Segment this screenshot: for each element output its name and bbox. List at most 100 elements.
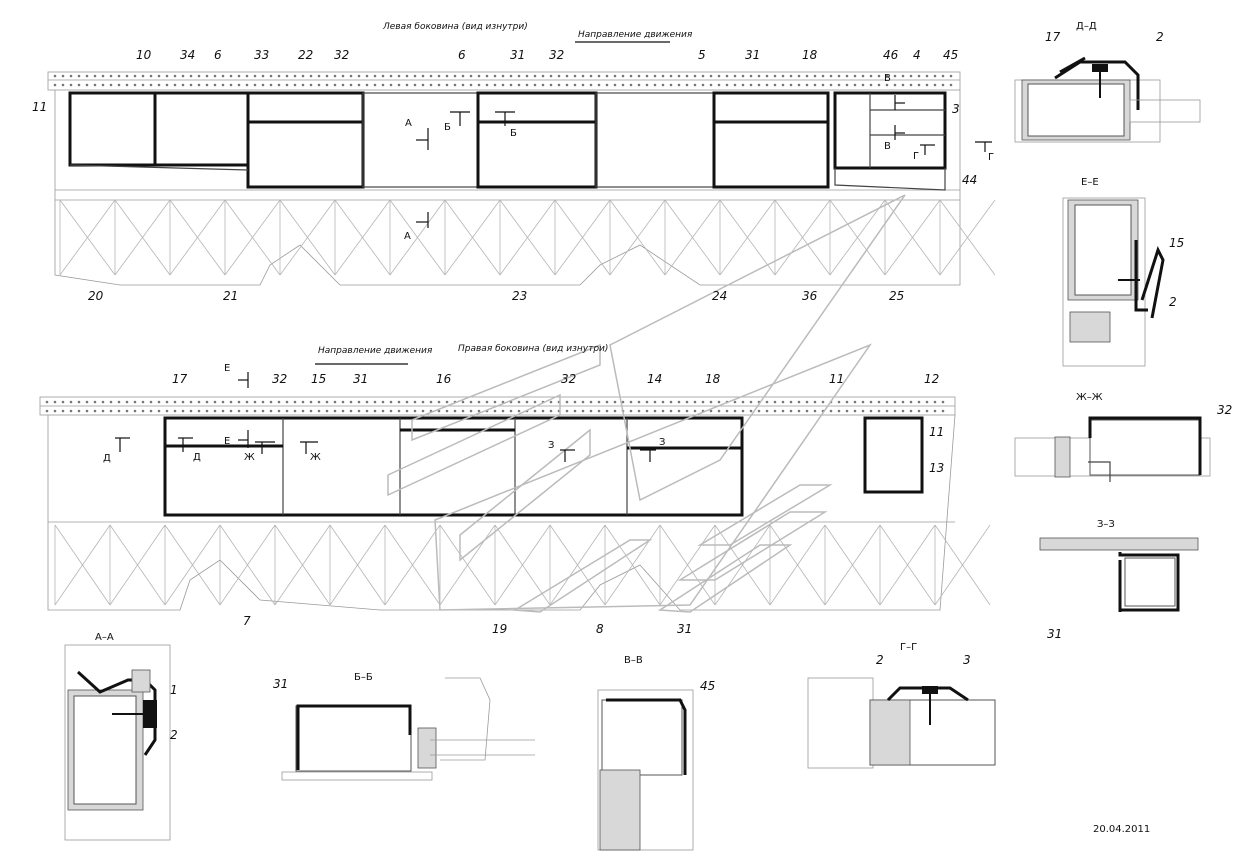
callout: 6 [458, 48, 466, 62]
rivet-dot [749, 409, 753, 413]
rivet-dot [749, 400, 753, 404]
truss-member [554, 199, 611, 276]
rivet-dot [493, 409, 497, 413]
rivet-dot [381, 83, 385, 87]
rivet-dot [413, 74, 417, 78]
rivet-dot [205, 409, 209, 413]
truss-member [829, 199, 886, 276]
rivet-dot [837, 400, 841, 404]
callout: 33 [254, 48, 270, 62]
rivet-dot [461, 409, 465, 413]
callout: 14 [647, 372, 663, 386]
rivet-dot [349, 409, 353, 413]
section-ee-drawing [1062, 197, 1165, 367]
rivet-dot [789, 83, 793, 87]
section-title-aa: А–А [95, 632, 114, 643]
rivet-dot [165, 409, 169, 413]
callout: 2 [876, 653, 884, 667]
rivet-dot [637, 74, 641, 78]
rivet-dot [181, 83, 185, 87]
rivet-dot [925, 400, 929, 404]
rivet-dot [597, 400, 601, 404]
rivet-dot [221, 409, 225, 413]
rivet-dot [901, 83, 905, 87]
rivet-dot [397, 409, 401, 413]
rivet-dot [653, 400, 657, 404]
rivet-dot [173, 83, 177, 87]
rivet-dot [949, 74, 953, 78]
rivet-dot [941, 83, 945, 87]
section-gg-drawing [807, 677, 996, 769]
callout: 17 [172, 372, 188, 386]
callout: 19 [492, 622, 508, 636]
callout: 32 [1217, 403, 1233, 417]
truss-member [54, 524, 111, 606]
callout: 12 [924, 372, 940, 386]
rivet-dot [565, 83, 569, 87]
rivet-dot [421, 409, 425, 413]
rivet-dot [61, 83, 65, 87]
rivet-dot [613, 83, 617, 87]
rivet-dot [181, 409, 185, 413]
rivet-dot [245, 409, 249, 413]
rivet-dot [629, 74, 633, 78]
rivet-dot [333, 409, 337, 413]
callout: 25 [889, 289, 905, 303]
rivet-dot [389, 409, 393, 413]
rivet-dot [125, 409, 129, 413]
rivet-dot [445, 83, 449, 87]
rivet-dot [557, 74, 561, 78]
rivet-dot [717, 83, 721, 87]
rivet-dot [237, 409, 241, 413]
rivet-dot [221, 400, 225, 404]
rivet-dot [661, 74, 665, 78]
rivet-dot [261, 400, 265, 404]
callout: 20 [88, 289, 104, 303]
rivet-dot [477, 83, 481, 87]
rivet-dot [493, 83, 497, 87]
rivet-dot [341, 74, 345, 78]
rivet-dot [205, 400, 209, 404]
cut-mark-letter: Г [988, 152, 995, 163]
rivet-dot [773, 74, 777, 78]
rivet-dot [597, 83, 601, 87]
rivet-dot [445, 409, 449, 413]
rivet-dot [573, 400, 577, 404]
rivet-dot [669, 83, 673, 87]
rivet-dot [525, 83, 529, 87]
truss-member [224, 199, 281, 276]
callout: 32 [272, 372, 288, 386]
rivet-dot [309, 74, 313, 78]
rivet-dot [85, 409, 89, 413]
rivet-dot [133, 409, 137, 413]
rivet-dot [421, 83, 425, 87]
rivet-dot [229, 83, 233, 87]
rivet-dot [613, 400, 617, 404]
truss-member [219, 524, 276, 606]
rivet-dot [517, 83, 521, 87]
rivet-dot [557, 83, 561, 87]
callout: 32 [561, 372, 577, 386]
callout: 11 [929, 425, 945, 439]
rivet-dot [389, 83, 393, 87]
rivet-dot [781, 400, 785, 404]
rivet-dot [469, 409, 473, 413]
section-title-zhzh: Ж–Ж [1076, 392, 1103, 403]
rivet-dot [197, 83, 201, 87]
rivet-dot [277, 83, 281, 87]
rivet-dot [373, 83, 377, 87]
callout: 1 [170, 683, 178, 697]
rivet-dot [797, 409, 801, 413]
rivet-dot [405, 83, 409, 87]
rivet-dot [781, 83, 785, 87]
callout: 5 [698, 48, 706, 62]
rivet-dot [829, 74, 833, 78]
rivet-dot [189, 83, 193, 87]
rivet-dot [397, 74, 401, 78]
rivet-dot [757, 83, 761, 87]
callout: 24 [712, 289, 728, 303]
truss-member [494, 524, 551, 606]
rivet-dot [573, 74, 577, 78]
rivet-dot [733, 74, 737, 78]
rivet-dot [125, 83, 129, 87]
